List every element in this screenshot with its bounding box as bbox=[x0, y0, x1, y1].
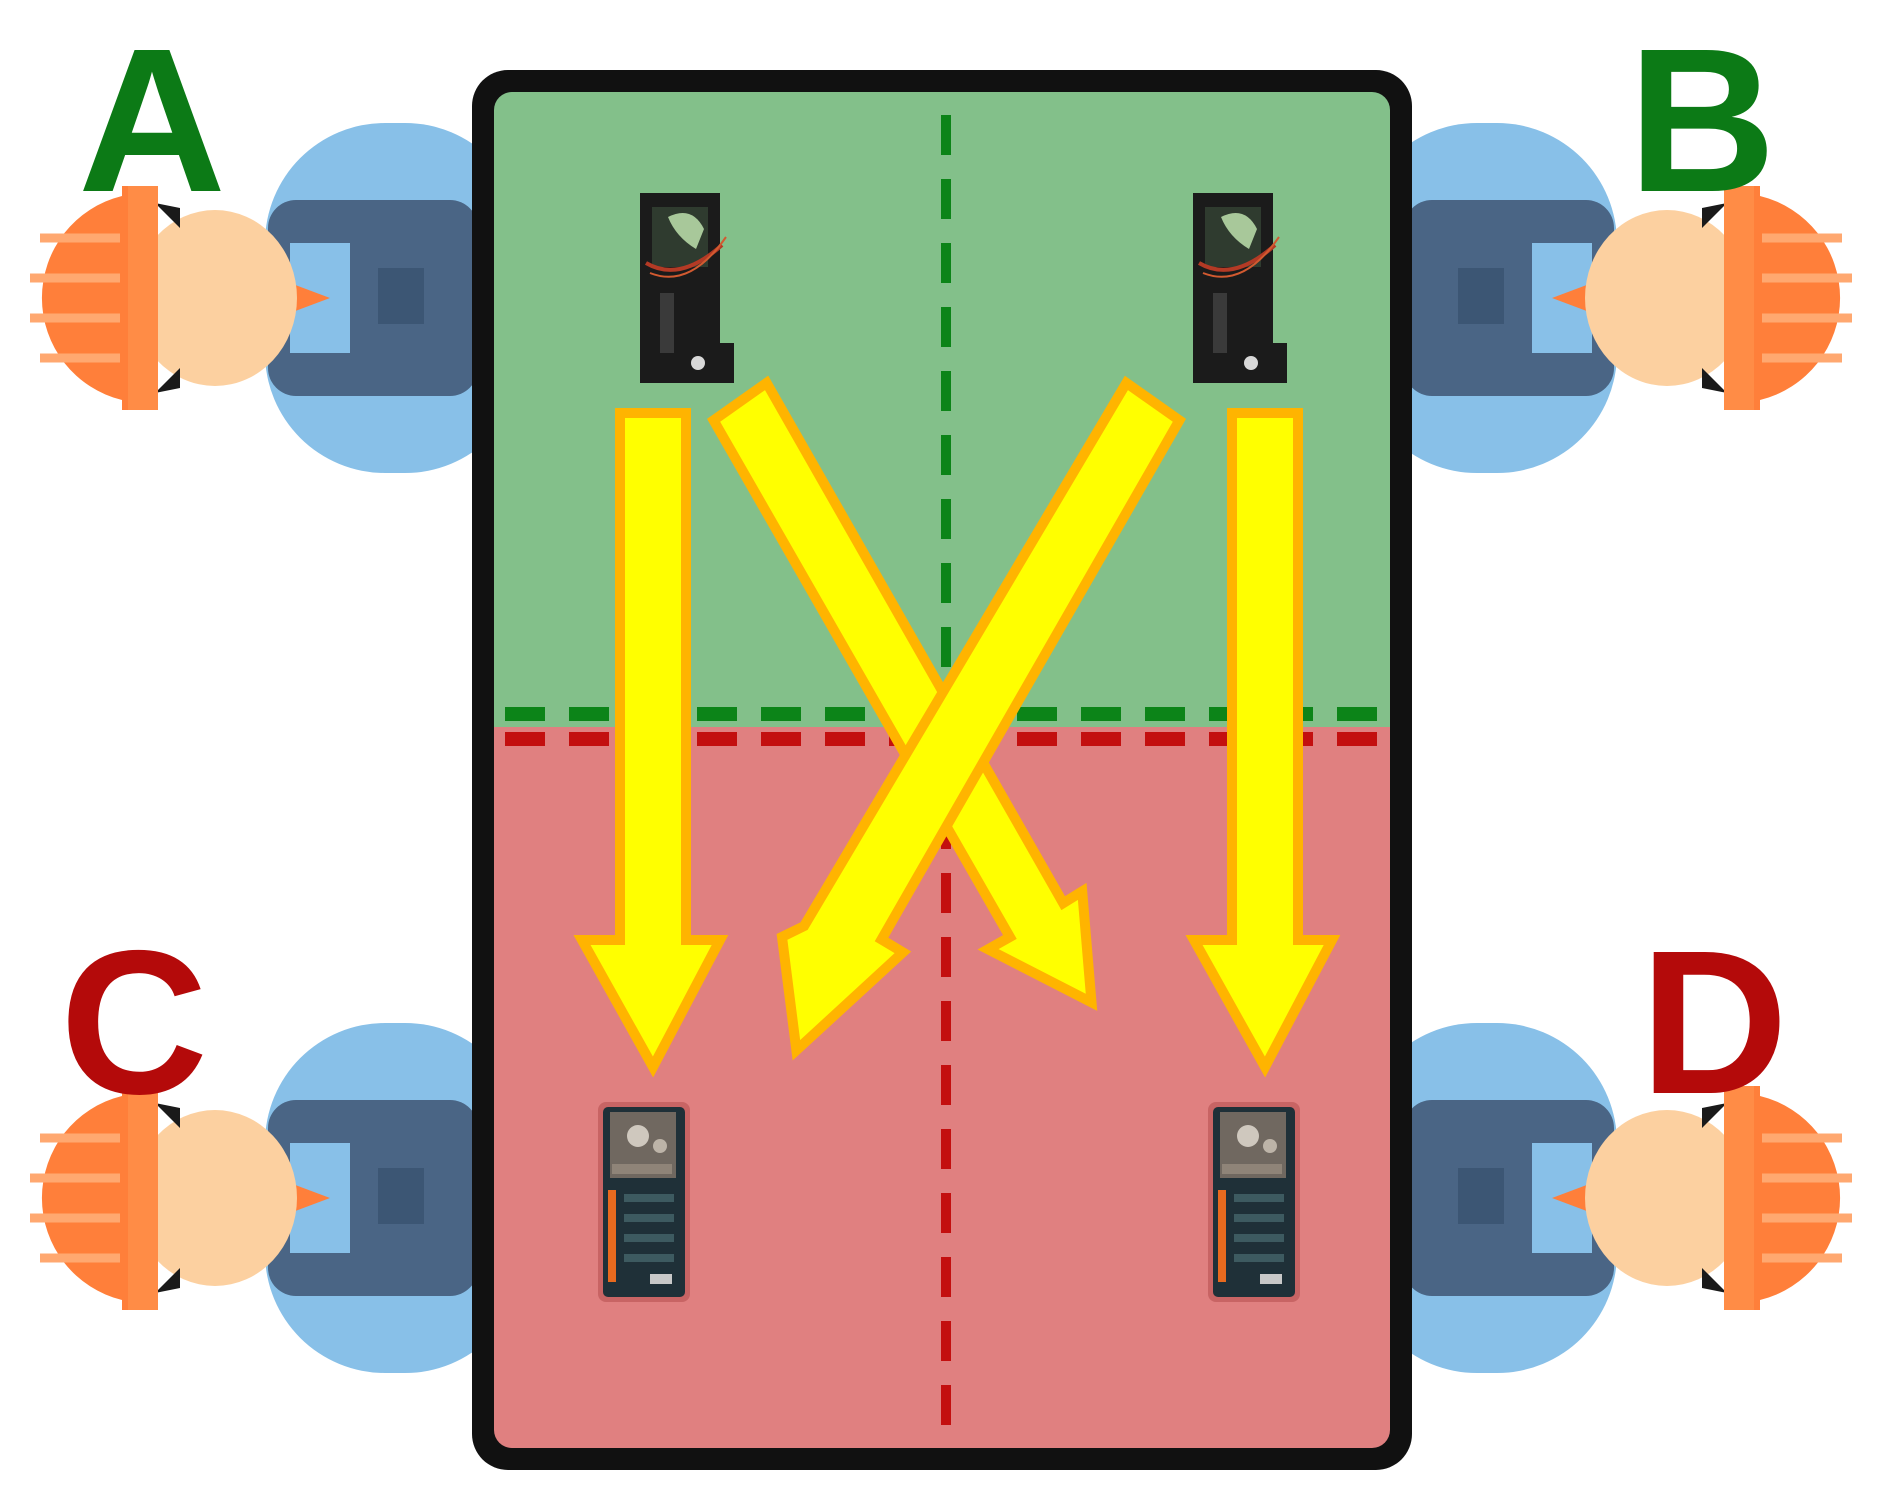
station-label-b: B bbox=[1628, 6, 1777, 235]
arrow-b-to-d bbox=[1185, 408, 1341, 1078]
station-label-d: D bbox=[1640, 908, 1789, 1137]
circuit-board-icon bbox=[1208, 1102, 1300, 1302]
station-label-a: A bbox=[78, 6, 227, 235]
arrow-b-to-c bbox=[776, 375, 1187, 1061]
flow-arrows bbox=[573, 375, 1341, 1078]
circuit-frame-icon bbox=[1191, 191, 1289, 385]
circuit-board-icon bbox=[598, 1102, 690, 1302]
circuit-frame-icon bbox=[638, 191, 736, 385]
arrow-a-to-d bbox=[706, 375, 1098, 1011]
station-label-c: C bbox=[60, 908, 209, 1137]
arrow-a-to-c bbox=[573, 408, 729, 1078]
worker-b-icon bbox=[1357, 123, 1852, 473]
